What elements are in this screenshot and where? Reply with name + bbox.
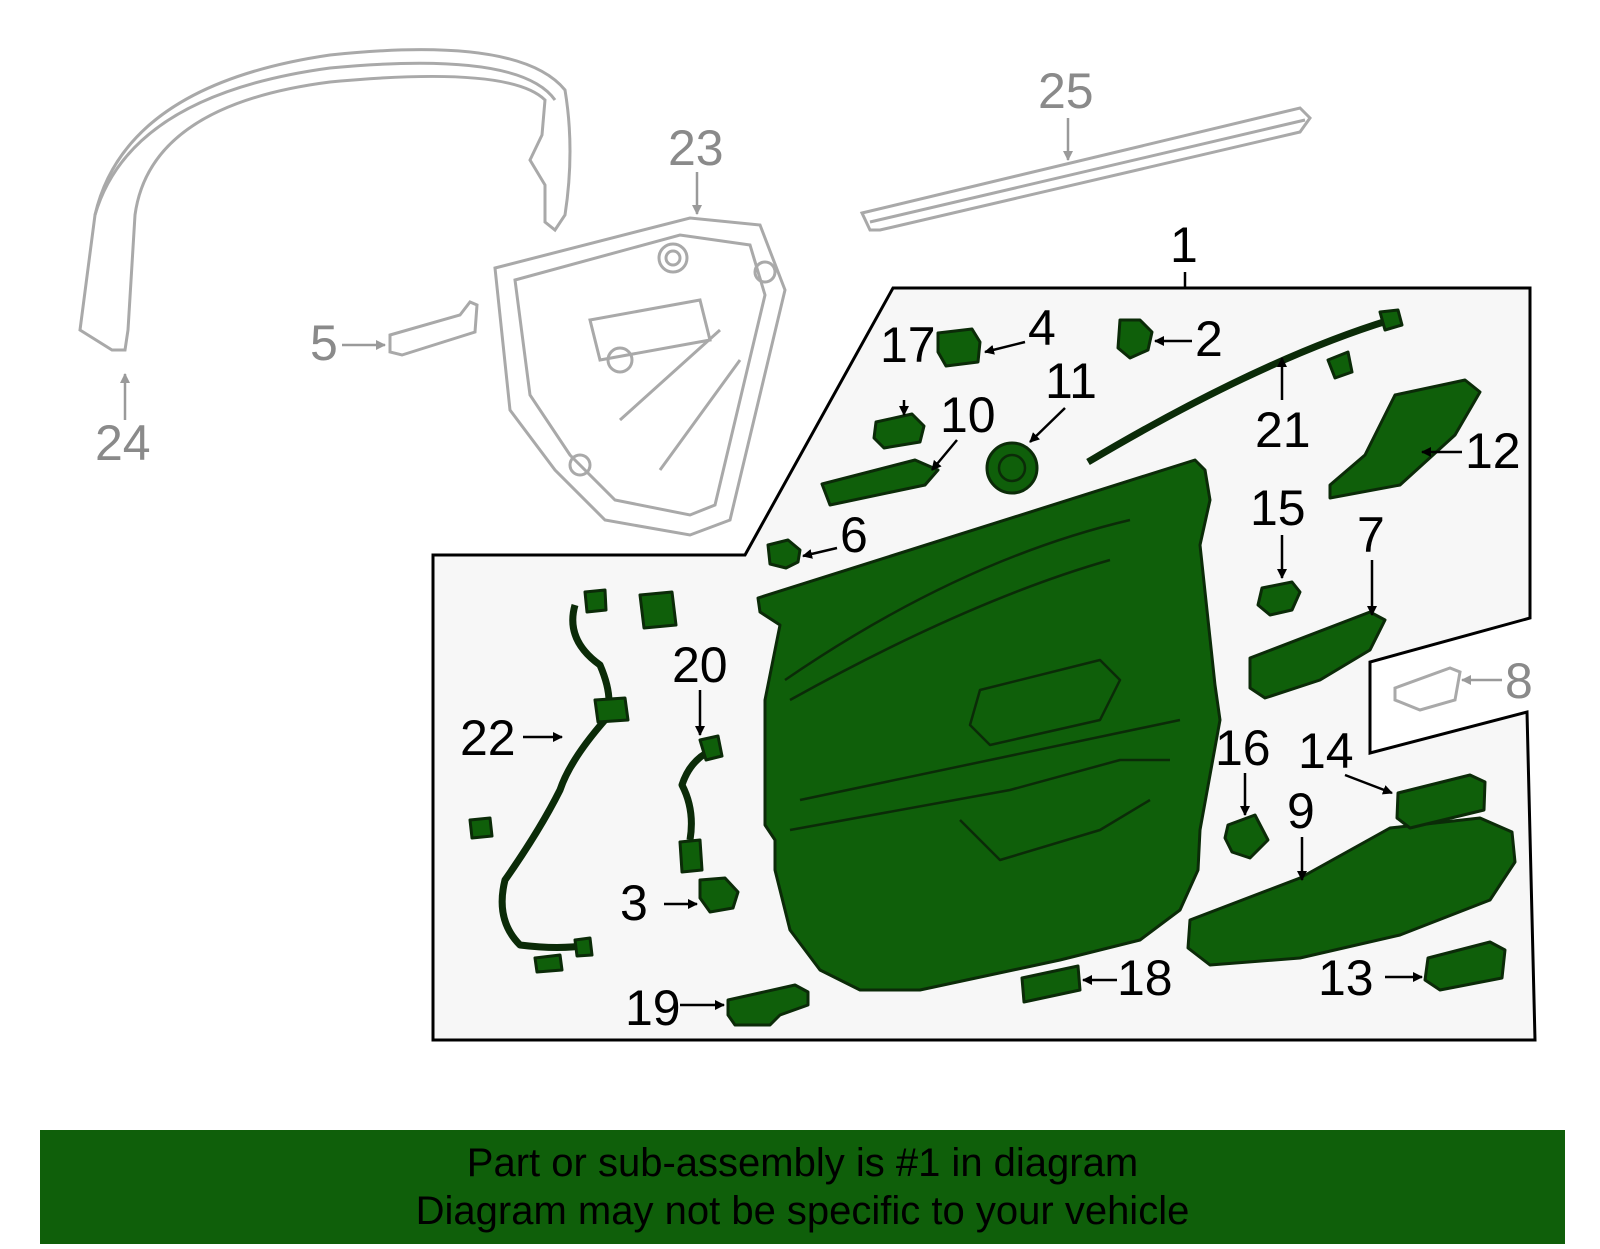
bracket-19 <box>726 983 810 1027</box>
banner-line-2: Diagram may not be specific to your vehi… <box>415 1189 1190 1233</box>
callout-6: 6 <box>840 507 868 563</box>
callout-13: 13 <box>1318 950 1374 1006</box>
callout-18: 18 <box>1117 950 1173 1006</box>
callout-15: 15 <box>1250 480 1306 536</box>
upper-trim-12 <box>1328 378 1482 500</box>
wiring-harness-22 <box>498 604 613 951</box>
window-frame-part <box>78 48 572 352</box>
banner-line-1: Part or sub-assembly is #1 in diagram <box>466 1141 1139 1185</box>
ghost-parts <box>78 48 1462 712</box>
callout-25: 25 <box>1038 63 1094 119</box>
included-parts <box>468 308 1517 1027</box>
callout-14: 14 <box>1298 723 1354 779</box>
callout-19: 19 <box>625 980 681 1036</box>
callout-21: 21 <box>1255 402 1311 458</box>
callout-4: 4 <box>1028 300 1056 356</box>
grommet-3 <box>698 876 740 914</box>
push-pin-6 <box>766 538 802 570</box>
switch-14 <box>1395 773 1487 830</box>
connector-4 <box>936 327 982 368</box>
harness-20 <box>678 746 714 841</box>
callout-24: 24 <box>95 415 151 471</box>
handle-15 <box>1256 580 1302 617</box>
leader-lines <box>120 118 1502 1010</box>
callout-1: 1 <box>1170 217 1198 273</box>
regulator-plate-part <box>493 216 787 537</box>
armrest-9 <box>1186 816 1517 967</box>
callout-labels: 1 2 3 4 5 6 7 8 9 10 11 12 13 14 15 16 1… <box>95 63 1533 1036</box>
callout-22: 22 <box>460 710 516 766</box>
trim-piece-8 <box>1393 666 1462 712</box>
callout-7: 7 <box>1357 507 1385 563</box>
pad-18 <box>1020 964 1082 1004</box>
notice-banner-bg <box>40 1130 1565 1244</box>
clip-2 <box>1116 318 1154 360</box>
speaker-11 <box>985 441 1039 495</box>
callout-5: 5 <box>310 315 338 371</box>
callout-17: 17 <box>880 317 936 373</box>
callout-3: 3 <box>620 875 648 931</box>
switch-13 <box>1423 940 1507 992</box>
callout-11: 11 <box>1045 353 1097 409</box>
callout-9: 9 <box>1287 783 1315 839</box>
callout-23: 23 <box>668 120 724 176</box>
pull-cup-10 <box>820 458 940 507</box>
cable-21 <box>1086 316 1392 466</box>
callout-8: 8 <box>1505 653 1533 709</box>
notice-banner: Part or sub-assembly is #1 in diagram Di… <box>40 1130 1565 1244</box>
bracket-17 <box>872 412 926 450</box>
callout-16: 16 <box>1215 720 1271 776</box>
callout-12: 12 <box>1465 423 1521 479</box>
callout-20: 20 <box>672 637 728 693</box>
callout-2: 2 <box>1195 311 1223 367</box>
belt-molding-part <box>859 106 1312 232</box>
bracket-part <box>388 300 479 357</box>
door-trim-panel <box>756 458 1222 992</box>
callout-10: 10 <box>940 387 996 443</box>
clip-16 <box>1223 813 1270 860</box>
